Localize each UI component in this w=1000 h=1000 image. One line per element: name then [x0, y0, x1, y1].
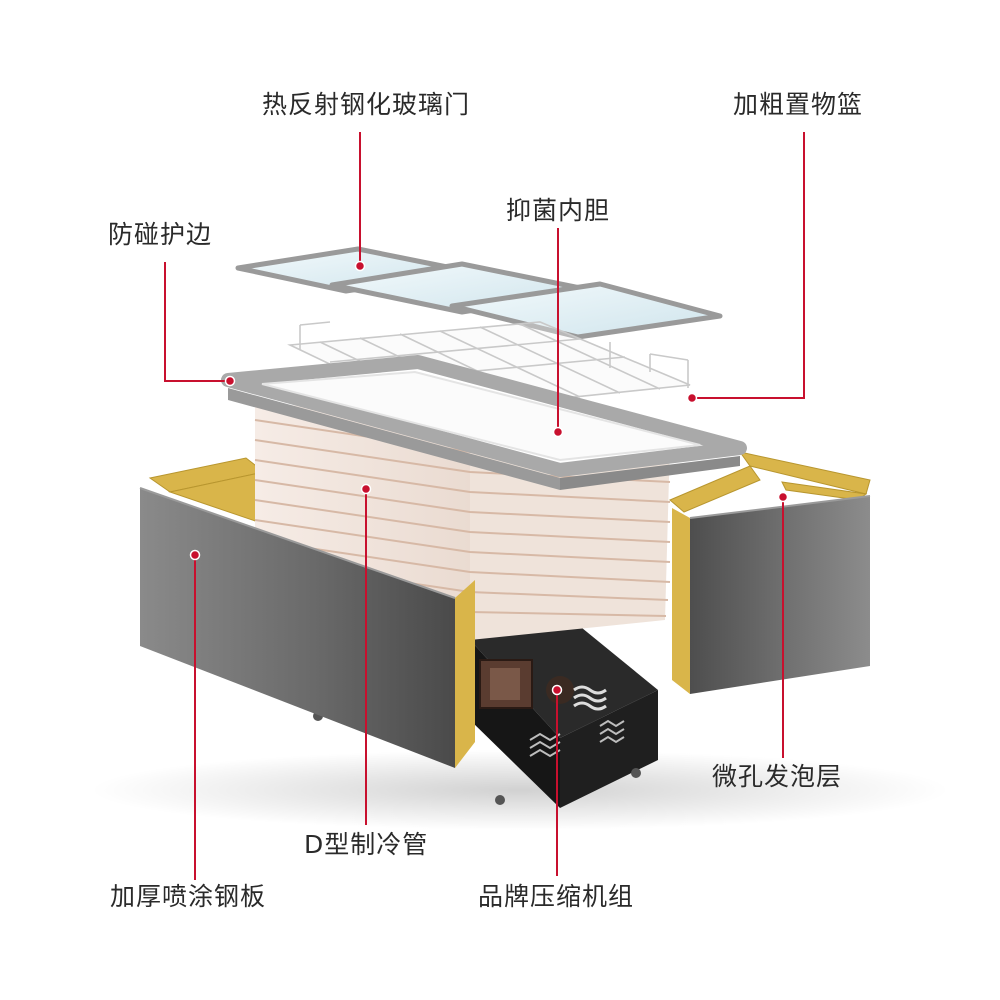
- dot-basket: [686, 392, 698, 404]
- leader-dots: [189, 260, 789, 696]
- dot-inner-tank: [552, 426, 564, 438]
- label-inner-tank: 抑菌内胆: [506, 196, 611, 225]
- label-foam-layer: 微孔发泡层: [712, 762, 843, 791]
- label-compressor: 品牌压缩机组: [478, 882, 635, 911]
- glass-lid-group: [235, 246, 723, 340]
- leader-basket: [692, 132, 805, 399]
- label-basket: 加粗置物篮: [733, 90, 864, 119]
- label-cooling-pipe: D型制冷管: [304, 830, 429, 859]
- dot-bumper: [224, 375, 236, 387]
- inner-liner: [221, 355, 747, 640]
- label-glass-door: 热反射钢化玻璃门: [262, 90, 471, 119]
- compressor-unit: [313, 610, 658, 808]
- label-bumper: 防碰护边: [108, 220, 213, 249]
- left-steel-panel: [139, 487, 475, 768]
- floor-shadow: [90, 750, 950, 830]
- leader-lines: [164, 132, 805, 880]
- label-steel-plate: 加厚喷涂钢板: [110, 882, 267, 911]
- leader-bumper: [164, 262, 230, 382]
- dot-pipe: [360, 483, 372, 495]
- dot-compressor: [551, 684, 563, 696]
- dot-foam: [777, 491, 789, 503]
- dot-glass-door: [354, 260, 366, 272]
- dot-steel: [189, 549, 201, 561]
- right-steel-panel: [672, 495, 871, 694]
- glass-lid-3: [449, 281, 723, 340]
